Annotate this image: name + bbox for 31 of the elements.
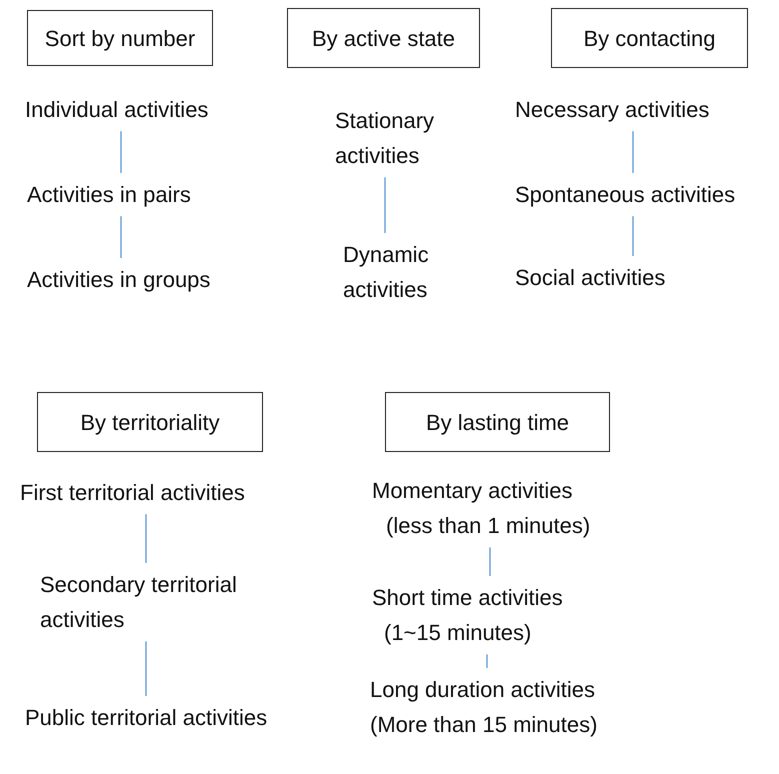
activity-label: Activities in groups [27,266,210,294]
activity-label: Social activities [515,264,666,292]
connector-line [489,547,491,576]
activity-label: First territorial activities [20,479,245,507]
connector-line [145,514,147,563]
activity-label: Individual activities [25,96,208,124]
category-box: By active state [287,8,480,68]
connector-line [145,641,147,696]
activity-label: Public territorial activities [25,704,268,732]
category-box: By contacting [551,8,748,68]
connector-line [384,177,386,233]
activity-label: Activities in pairs [27,181,191,209]
activity-label: Long duration activities [370,676,596,704]
activity-label: (less than 1 minutes) [386,512,590,540]
category-box: Sort by number [27,10,213,66]
activity-label: Spontaneous activities [515,181,736,209]
activity-label: Necessary activities [515,96,710,124]
category-box: By lasting time [385,392,610,452]
activity-label: Stationary activities [335,107,436,170]
activity-label: (1~15 minutes) [384,619,532,648]
activity-label: Dynamic activities [343,241,430,304]
activity-label: Short time activities [372,584,563,612]
category-box: By territoriality [37,392,263,452]
activity-label: (More than 15 minutes) [370,711,598,740]
activity-label: Momentary activities [372,477,574,505]
connector-line [120,216,122,258]
connector-line [120,131,122,173]
connector-line [632,131,634,173]
activity-label: Secondary territorial activities [40,571,238,634]
connector-line [632,216,634,256]
connector-line [486,654,488,668]
